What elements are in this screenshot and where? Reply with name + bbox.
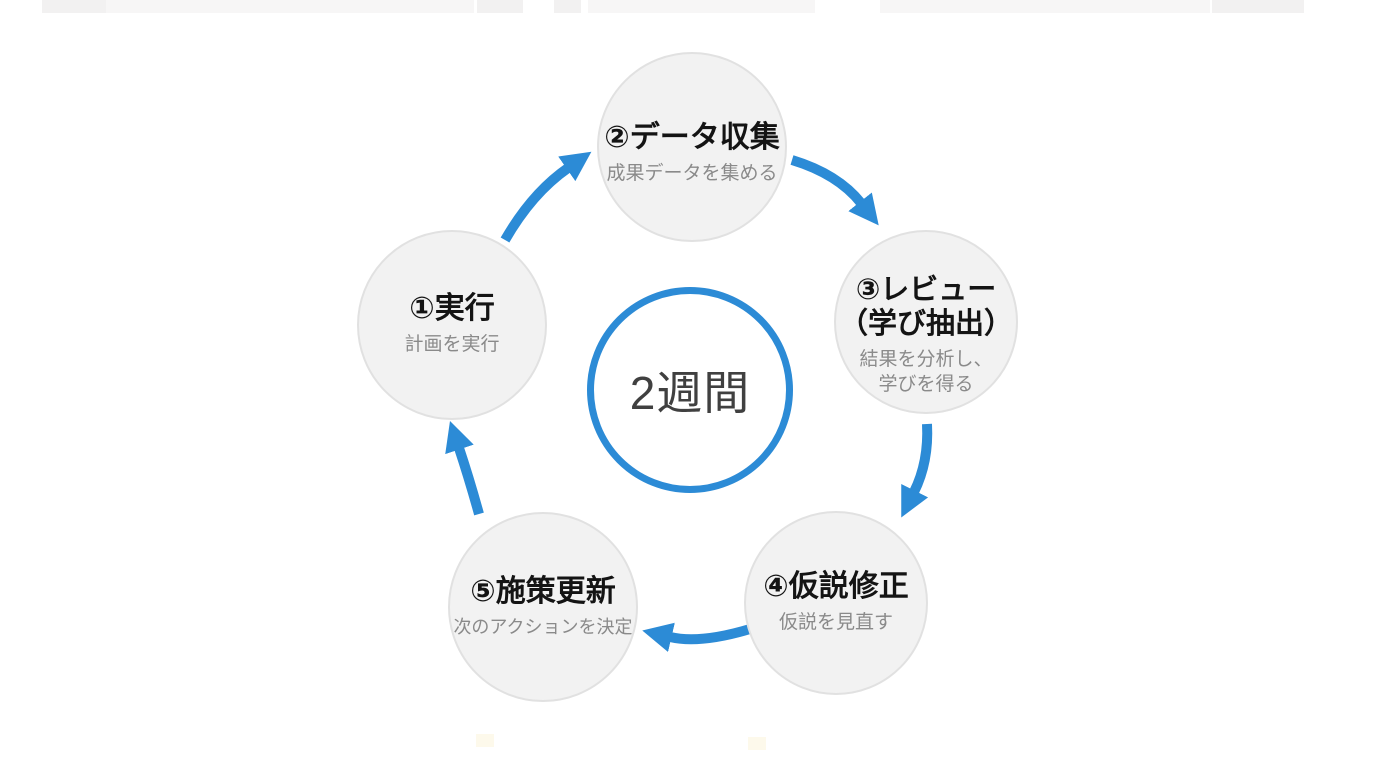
- step-circle-5-update-measures: ⑤施策更新 次のアクションを決定: [448, 512, 638, 702]
- step-1-number: ①: [409, 291, 435, 325]
- top-edge-artifact: [477, 0, 523, 13]
- arrow-step5-to-step1: [445, 420, 484, 516]
- bottom-edge-artifact: [476, 734, 494, 747]
- top-edge-artifact: [588, 0, 815, 13]
- step-4-title: ④仮説修正: [763, 569, 909, 603]
- step-2-subtitle: 成果データを集める: [606, 163, 778, 185]
- step-5-number: ⑤: [470, 574, 496, 608]
- arrow-step1-to-step2: [500, 151, 592, 243]
- arrow-step3-to-step4: [901, 423, 933, 518]
- top-edge-artifact: [1212, 0, 1304, 13]
- step-5-title: ⑤施策更新: [470, 574, 616, 608]
- cycle-period-label: 2週間: [629, 367, 751, 419]
- step-circle-4-hypothesis-revision: ④仮説修正 仮説を見直す: [744, 511, 928, 695]
- arrow-step4-to-step5: [642, 622, 752, 652]
- bottom-edge-artifact: [748, 737, 766, 750]
- step-2-title: ②データ収集: [604, 120, 780, 154]
- step-5-subtitle: 次のアクションを決定: [453, 617, 633, 638]
- step-3-title-line2: （学び抽出）: [838, 307, 1013, 340]
- arrow-step2-to-step3: [790, 155, 879, 226]
- step-circle-1-execute: ①実行 計画を実行: [357, 230, 547, 420]
- step-1-title: ①実行: [409, 291, 495, 325]
- step-circle-2-data-collection: ②データ収集 成果データを集める: [597, 52, 787, 242]
- step-3-subtitle: 結果を分析し、 学びを得る: [859, 349, 993, 395]
- step-circle-3-review: ③レビュー （学び抽出） 結果を分析し、 学びを得る: [834, 230, 1018, 414]
- step-3-title: ③レビュー: [855, 274, 997, 307]
- step-3-number: ③: [855, 274, 881, 307]
- top-edge-artifact: [106, 0, 474, 13]
- top-edge-artifact: [554, 0, 581, 13]
- center-cycle-period-circle: 2週間: [587, 287, 793, 493]
- step-2-number: ②: [604, 120, 630, 154]
- step-4-number: ④: [763, 569, 789, 603]
- top-edge-artifact: [880, 0, 1210, 13]
- step-4-subtitle: 仮説を見直す: [778, 612, 893, 634]
- step-1-subtitle: 計画を実行: [404, 334, 500, 356]
- top-edge-artifact: [42, 0, 108, 13]
